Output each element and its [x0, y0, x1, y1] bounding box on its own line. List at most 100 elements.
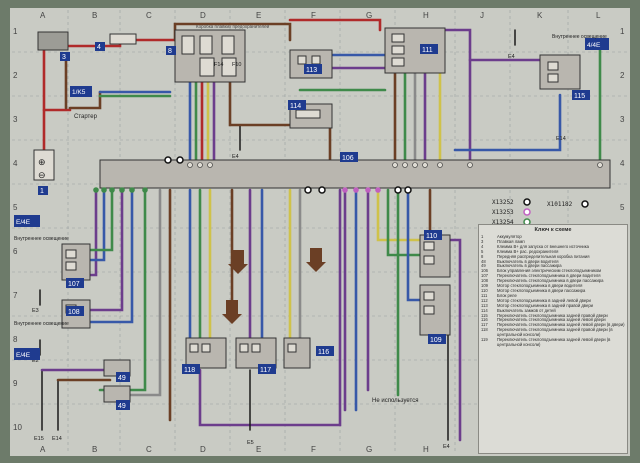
fuse-slot-5	[221, 57, 237, 77]
ground-label-e14: E14	[52, 436, 62, 442]
component-label-1k5: 1/K5	[72, 89, 86, 96]
fusible-link	[37, 31, 69, 51]
switch-116-contact	[287, 343, 297, 353]
component-tag-e4e-2	[14, 348, 40, 360]
component-label-49a: 49	[118, 375, 126, 382]
grid-col-b-bottom: B	[92, 445, 97, 454]
legend-item: 119 Переключатель стеклоподъемника задней…	[479, 337, 627, 348]
grid-row-2-right: 2	[620, 71, 625, 80]
component-tag-116	[316, 346, 334, 356]
component-tag-1	[38, 186, 48, 195]
relay-contact-1	[391, 33, 405, 43]
switch-115-contact-1	[547, 61, 559, 71]
component-tag-4	[95, 42, 105, 51]
legend-item-number: 119	[481, 337, 488, 343]
wire-green-107	[80, 188, 114, 252]
legend-item-number: 111	[481, 292, 488, 298]
wire-grey-49	[118, 188, 162, 397]
grid-row-labels: 1 2 3 4 5 6 7 8 9 10 1 2 3 4 5	[13, 27, 625, 432]
legend-item-number: 116	[481, 317, 488, 323]
legend-item-text: Переключатель стеклоподъемника задней пр…	[497, 327, 613, 338]
wire-yellow-110	[376, 188, 422, 242]
switch-115-contact-2	[547, 73, 559, 83]
legend-item-number: 106	[481, 268, 488, 274]
component-label-111: 111	[422, 47, 433, 54]
component-label-4: 4	[97, 44, 101, 51]
wire-purple-108	[80, 188, 124, 312]
component-tag-107	[66, 278, 84, 288]
component-label-109: 109	[430, 337, 442, 344]
components: ⊕ ⊖ 1 3 4 1/K5 Стартер F14 F10 8 Коробка…	[14, 23, 611, 450]
legend-item-text: Переключатель стеклоподъемника задней пр…	[497, 312, 608, 318]
legend-item-number: 108	[481, 278, 488, 284]
grid-col-f-bottom: F	[311, 445, 316, 454]
external-start-terminal	[109, 33, 137, 45]
rear-right-console-switch	[185, 337, 227, 369]
component-tag-1k5	[70, 86, 92, 97]
relay-contact-2	[391, 45, 405, 55]
grid-row-3: 3	[13, 115, 18, 124]
component-label-113: 113	[306, 67, 317, 74]
component-tag-111	[420, 44, 438, 54]
fuse-slot-2	[199, 35, 213, 55]
grid-col-e-bottom: E	[256, 445, 261, 454]
ground-label-e5: E5	[247, 440, 254, 446]
grid-col-j: J	[480, 11, 484, 20]
fuse-box-label: Коробка плавких предохранителей	[196, 23, 270, 29]
legend-item-text: Выключатель замков от детей	[497, 307, 556, 313]
control-unit-pins	[187, 162, 603, 168]
component-tag-3	[60, 52, 70, 61]
legend-item-number: 48	[481, 258, 486, 264]
grid-row-1: 1	[13, 27, 18, 36]
legend-item-number: 1	[481, 234, 484, 239]
connector-x13252-icon	[523, 198, 531, 206]
wire-green-110	[386, 188, 422, 257]
legend-item-text: Переключатель стеклоподъемника задней ле…	[497, 322, 625, 328]
motor-110-contact-2	[423, 255, 435, 265]
ground-label-e4-top: E4	[508, 54, 515, 60]
rear-left-switch	[283, 337, 311, 369]
grid-row-2: 2	[13, 71, 18, 80]
component-tag-106	[340, 152, 358, 162]
component-tag-115	[572, 90, 590, 100]
legend-item-number: 109	[481, 283, 488, 289]
grid-col-k: K	[537, 11, 543, 20]
component-tag-49a	[116, 372, 130, 382]
wire-purple-loop	[198, 188, 342, 427]
rear-right-switch	[539, 54, 581, 90]
component-tag-110	[424, 230, 442, 240]
fuse-label-f10: F10	[232, 62, 241, 68]
interior-light-label-right: Внутреннее освещение	[552, 34, 607, 40]
legend-item-text: Переключатель стеклоподъемника задней ле…	[497, 337, 611, 347]
diagram-key-title: Ключ к схеме	[534, 227, 572, 233]
legend-item-text: Мотор стеклоподъемника в двери пассажира	[497, 287, 586, 293]
grid-col-g-bottom: G	[366, 445, 372, 454]
component-label-118: 118	[184, 367, 195, 374]
legend-item-text: Переключатель стеклоподъемника в двери в…	[497, 273, 601, 279]
door-switch-49b	[103, 385, 131, 403]
legend-item-number: 114	[481, 307, 488, 313]
grid-row-10: 10	[13, 423, 22, 432]
window-control-unit	[99, 159, 611, 189]
battery-minus-icon: ⊖	[38, 170, 46, 180]
legend-item-number: 8	[481, 253, 484, 259]
component-label-116: 116	[318, 349, 329, 356]
grid-row-5-right: 5	[620, 203, 625, 212]
component-tag-113	[304, 64, 322, 74]
ground-label-e4-center: E4	[232, 154, 239, 160]
grid-row-8: 8	[13, 335, 18, 344]
component-label-8: 8	[168, 48, 172, 55]
component-tag-118	[182, 364, 200, 374]
wire-blue-108	[80, 188, 134, 324]
grid-row-5: 5	[13, 203, 18, 212]
legend-item: 114 Выключатель замков от детей	[479, 307, 627, 314]
legend-item-number: 4	[481, 243, 484, 249]
ground-label-e3: E3	[32, 308, 39, 314]
